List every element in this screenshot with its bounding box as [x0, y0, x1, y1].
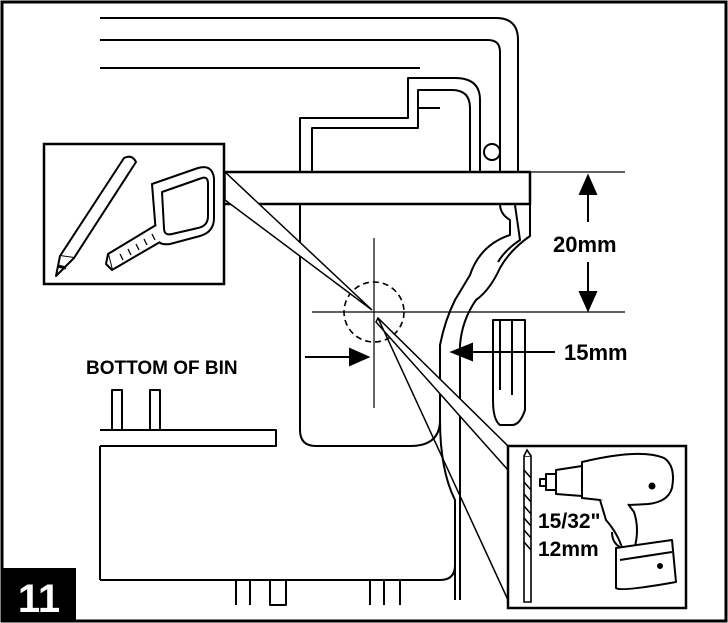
- callout-measure-tools: [42, 142, 373, 311]
- guide-lines: [312, 171, 625, 408]
- step-number-badge: [2, 568, 76, 621]
- screw-hole: [483, 143, 501, 161]
- drill-bit-icon: [523, 448, 532, 603]
- drill-size-inches-label: 15/32": [538, 510, 601, 533]
- dimension-20mm-label: 20mm: [553, 232, 617, 257]
- step-number: 11: [18, 577, 60, 621]
- pencil-icon: [55, 155, 137, 277]
- offset-arrow-left: [305, 347, 371, 367]
- drill-point-circle: [343, 281, 405, 343]
- drill-size-mm-label: 12mm: [538, 538, 599, 561]
- tape-measure-icon: [105, 166, 215, 271]
- cordless-drill-icon: [539, 452, 677, 591]
- bottom-of-bin-label: BOTTOM OF BIN: [86, 358, 238, 379]
- dimension-20mm: [578, 173, 598, 313]
- dimension-15mm-label: 15mm: [564, 340, 628, 365]
- dimension-15mm-arrow: [449, 342, 555, 362]
- callout-drill-tools: 15/32" 12mm: [375, 316, 688, 610]
